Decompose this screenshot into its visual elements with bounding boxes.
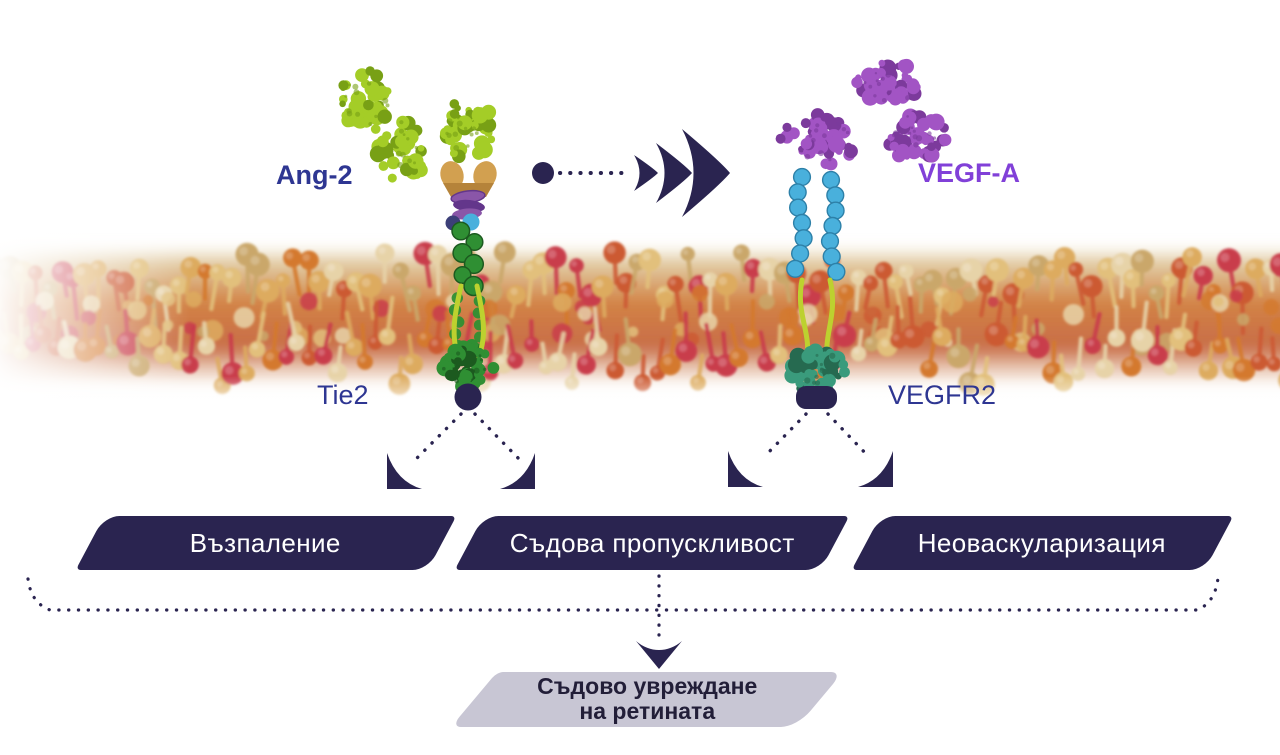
final-outcome-line2: на ретината [579, 698, 715, 725]
vegfr2-label: VEGFR2 [888, 380, 997, 410]
arrow-origin-dot [532, 162, 554, 184]
vegfr2-receptor-illustration [775, 108, 858, 409]
activation-arrow [532, 129, 730, 217]
banner-vascular-permeability: Съдова пропускливост [454, 516, 850, 570]
final-outcome-line1: Съдово увреждане [536, 673, 758, 700]
vegfr2-downstream-arrows [728, 412, 893, 487]
hook-arrowhead-icon [500, 453, 535, 489]
hook-arrowhead-icon [387, 453, 422, 489]
hook-arrowhead-icon [728, 451, 763, 487]
banner-neovascularization-label: Неоваскуларизация [918, 527, 1167, 558]
chevron-icon [634, 155, 658, 191]
cell-membrane-illustration [0, 232, 1280, 410]
banner-retinal-vascular-damage: Съдово увреждане на ретината [450, 672, 844, 727]
tie2-downstream-arrows [387, 412, 535, 489]
vegfa-label: VEGF-A [918, 158, 1021, 188]
banner-inflammation: Възпаление [75, 516, 457, 570]
hook-arrowhead-icon [858, 451, 893, 487]
tie2-receptor-illustration [436, 99, 500, 411]
vegfa-molecules [851, 58, 952, 163]
banner-vascular-permeability-label: Съдова пропускливост [509, 527, 795, 558]
banner-inflammation-label: Възпаление [190, 527, 342, 558]
chevron-icon [682, 129, 730, 217]
banner-neovascularization: Неоваскуларизация [851, 516, 1234, 570]
down-arrowhead-icon [636, 641, 682, 669]
ang2-molecules [338, 66, 428, 183]
tie2-label: Tie2 [317, 380, 369, 410]
ang2-label: Ang-2 [276, 160, 353, 190]
pathway-convergence [26, 574, 1220, 669]
chevron-icon [656, 143, 692, 203]
